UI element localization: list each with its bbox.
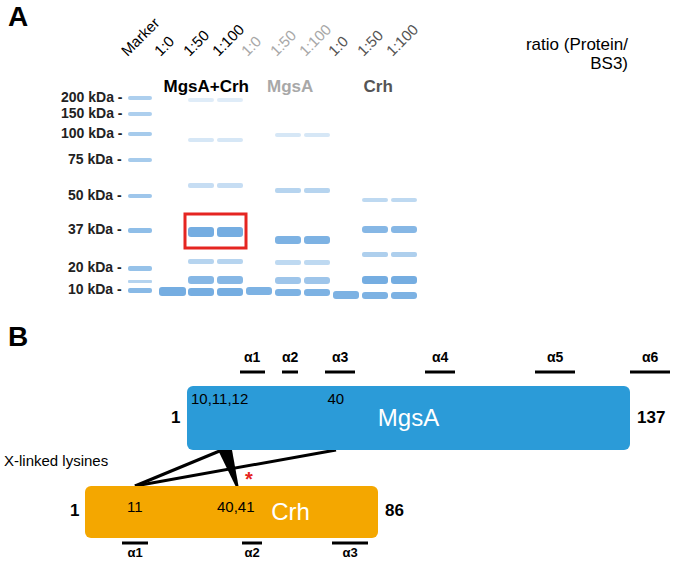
helix-label: α1 — [244, 350, 260, 365]
gel-bands — [159, 98, 417, 299]
lane-header: 1:50 — [267, 27, 299, 59]
mark-star: * — [245, 468, 253, 490]
lane-header: 1:100 — [209, 21, 247, 59]
size-marker: 20 kDa - — [68, 260, 122, 275]
protein-bar: MgsA — [187, 386, 630, 450]
protein-name: MgsA — [378, 404, 439, 432]
lysine-number: 40,41 — [217, 499, 255, 516]
sample-name: MgsA+Crh — [164, 78, 249, 97]
residue-number: 1 — [70, 502, 79, 521]
sample-name: MgsA — [267, 78, 313, 97]
sample-name: Crh — [364, 78, 393, 97]
size-marker: 50 kDa - — [68, 188, 122, 203]
crosslink-line — [135, 450, 336, 486]
lysine-number: 40 — [328, 391, 345, 408]
helix-label: α4 — [432, 350, 448, 365]
helix-label: α2 — [245, 546, 260, 560]
panel-letter: A — [8, 2, 28, 33]
residue-number: 1 — [171, 409, 180, 428]
lane-header: 1:100 — [383, 21, 421, 59]
highlight-box — [185, 214, 246, 248]
residue-number: 137 — [637, 409, 665, 428]
lane-header: 1:0 — [151, 33, 177, 59]
panel-letter: B — [8, 322, 28, 353]
size-marker: 75 kDa - — [68, 152, 122, 167]
helix-label: α5 — [547, 350, 563, 365]
protein-name: Crh — [271, 498, 310, 526]
size-marker: 150 kDa - — [61, 106, 122, 121]
helix-label: α3 — [343, 546, 358, 560]
helix-label: α3 — [332, 350, 348, 365]
helix-label: α6 — [642, 350, 658, 365]
helix-label: α1 — [128, 546, 143, 560]
crosslink-line — [135, 450, 222, 486]
crosslink-note: X-linked lysines — [4, 453, 108, 470]
lane-header: 1:50 — [354, 27, 386, 59]
marker-lane — [128, 96, 152, 293]
residue-number: 86 — [385, 502, 404, 521]
lane-header: 1:100 — [296, 21, 334, 59]
lane-header: 1:50 — [180, 27, 212, 59]
crosslink-line — [218, 450, 239, 486]
axis-note: ratio (Protein/ BS3) — [488, 36, 628, 73]
lysine-number: 10,11,12 — [191, 391, 248, 408]
size-marker: 37 kDa - — [68, 222, 122, 237]
size-marker: 200 kDa - — [61, 90, 122, 105]
lysine-number: 11 — [127, 499, 143, 516]
size-marker: 100 kDa - — [61, 126, 122, 141]
helix-label: α2 — [282, 350, 298, 365]
size-marker: 10 kDa - — [68, 282, 122, 297]
